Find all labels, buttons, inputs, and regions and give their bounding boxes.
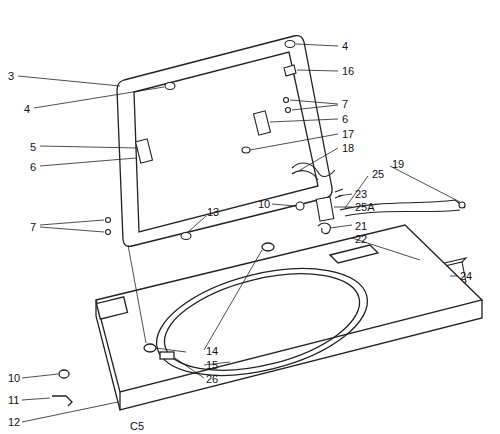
callout-number: 18 [342,142,354,154]
leader-lines-stroke [272,204,295,206]
leader-lines [18,44,460,422]
lid-hardware-stroke [284,65,296,76]
leader-lines-stroke [330,225,352,228]
leader-lines-stroke [22,374,58,378]
callout-number: 15 [206,359,218,371]
callout-number: 11 [8,394,19,406]
leader-lines-stroke [450,276,458,277]
callout-number: 14 [206,345,218,357]
washer-top-stroke [144,344,156,352]
washer-top-stroke [96,297,127,319]
switch-assembly-stroke [296,202,304,210]
leader-lines-stroke [300,148,338,170]
callout-number: 13 [207,206,219,218]
lid-hardware-stroke [254,111,271,135]
washer-top-stroke [59,370,69,378]
leader-lines-stroke [175,358,204,378]
callout-number: 22 [355,233,367,245]
leader-lines-stroke [188,216,206,232]
leader-lines-stroke [250,134,338,150]
callout-number: 4 [24,103,30,115]
callout-number: 25 [372,168,384,180]
callout-number: 16 [342,65,354,77]
leader-lines-stroke [390,166,460,202]
leader-lines-stroke [18,76,120,86]
leader-lines-stroke [40,220,104,232]
leader-lines-stroke [270,119,338,122]
leader-lines-stroke [338,194,352,196]
leader-lines-stroke [296,44,338,46]
lid-hardware-stroke [284,98,289,103]
switch-assembly-stroke [316,197,334,221]
leader-lines-stroke [40,158,136,166]
washer-top-stroke [160,352,174,359]
callout-number: 26 [206,373,218,385]
lid-hardware-stroke [285,41,295,48]
callout-number: 3 [8,70,14,82]
callout-number: 10 [8,372,20,384]
callout-number: 6 [30,161,36,173]
callout-number: 5 [30,141,36,153]
callout-number: 17 [342,128,354,140]
leader-lines-stroke [34,87,164,108]
callout-number: 21 [355,220,367,232]
lid-hardware-stroke [181,233,191,240]
switch-assembly-stroke [335,189,343,198]
washer-top-stroke [52,396,72,406]
callout-number: 12 [8,416,20,428]
callout-number: 4 [342,40,348,52]
lid-frame-stroke [134,52,318,232]
leader-lines-stroke [22,402,118,422]
callout-number: C5 [130,420,144,432]
lid-hardware-stroke [106,230,111,235]
callout-number: 10 [258,198,270,210]
leader-lines-stroke [40,146,138,148]
callout-number: 24 [460,270,472,282]
lid-hardware-stroke [165,83,175,90]
callout-number: 23 [355,188,367,200]
lid-hardware-stroke [286,108,291,113]
leader-lines-stroke [297,70,338,71]
callout-number: 6 [342,113,348,125]
callout-number: 25A [355,201,375,213]
leader-lines-stroke [334,207,352,208]
switch-assembly-stroke [292,171,318,180]
leader-lines-stroke [156,250,262,352]
washer-top-stroke [262,243,274,251]
washer-top-stroke [330,245,378,263]
leader-lines-stroke [290,100,338,110]
washer-top-stroke [146,249,379,394]
callout-number: 7 [30,221,36,233]
leader-lines-stroke [128,245,146,343]
switch-assembly-stroke [318,223,330,234]
callout-number: 7 [342,98,348,110]
switch-assembly-stroke [459,202,465,208]
lid-hardware-stroke [242,147,250,153]
lid-hardware [106,41,297,240]
lid-hardware-stroke [136,139,153,163]
washer-top-stroke [155,256,370,388]
leader-lines-stroke [22,398,50,400]
washer-top [52,225,482,410]
callout-number: 19 [392,158,404,170]
lid-hardware-stroke [106,218,111,223]
